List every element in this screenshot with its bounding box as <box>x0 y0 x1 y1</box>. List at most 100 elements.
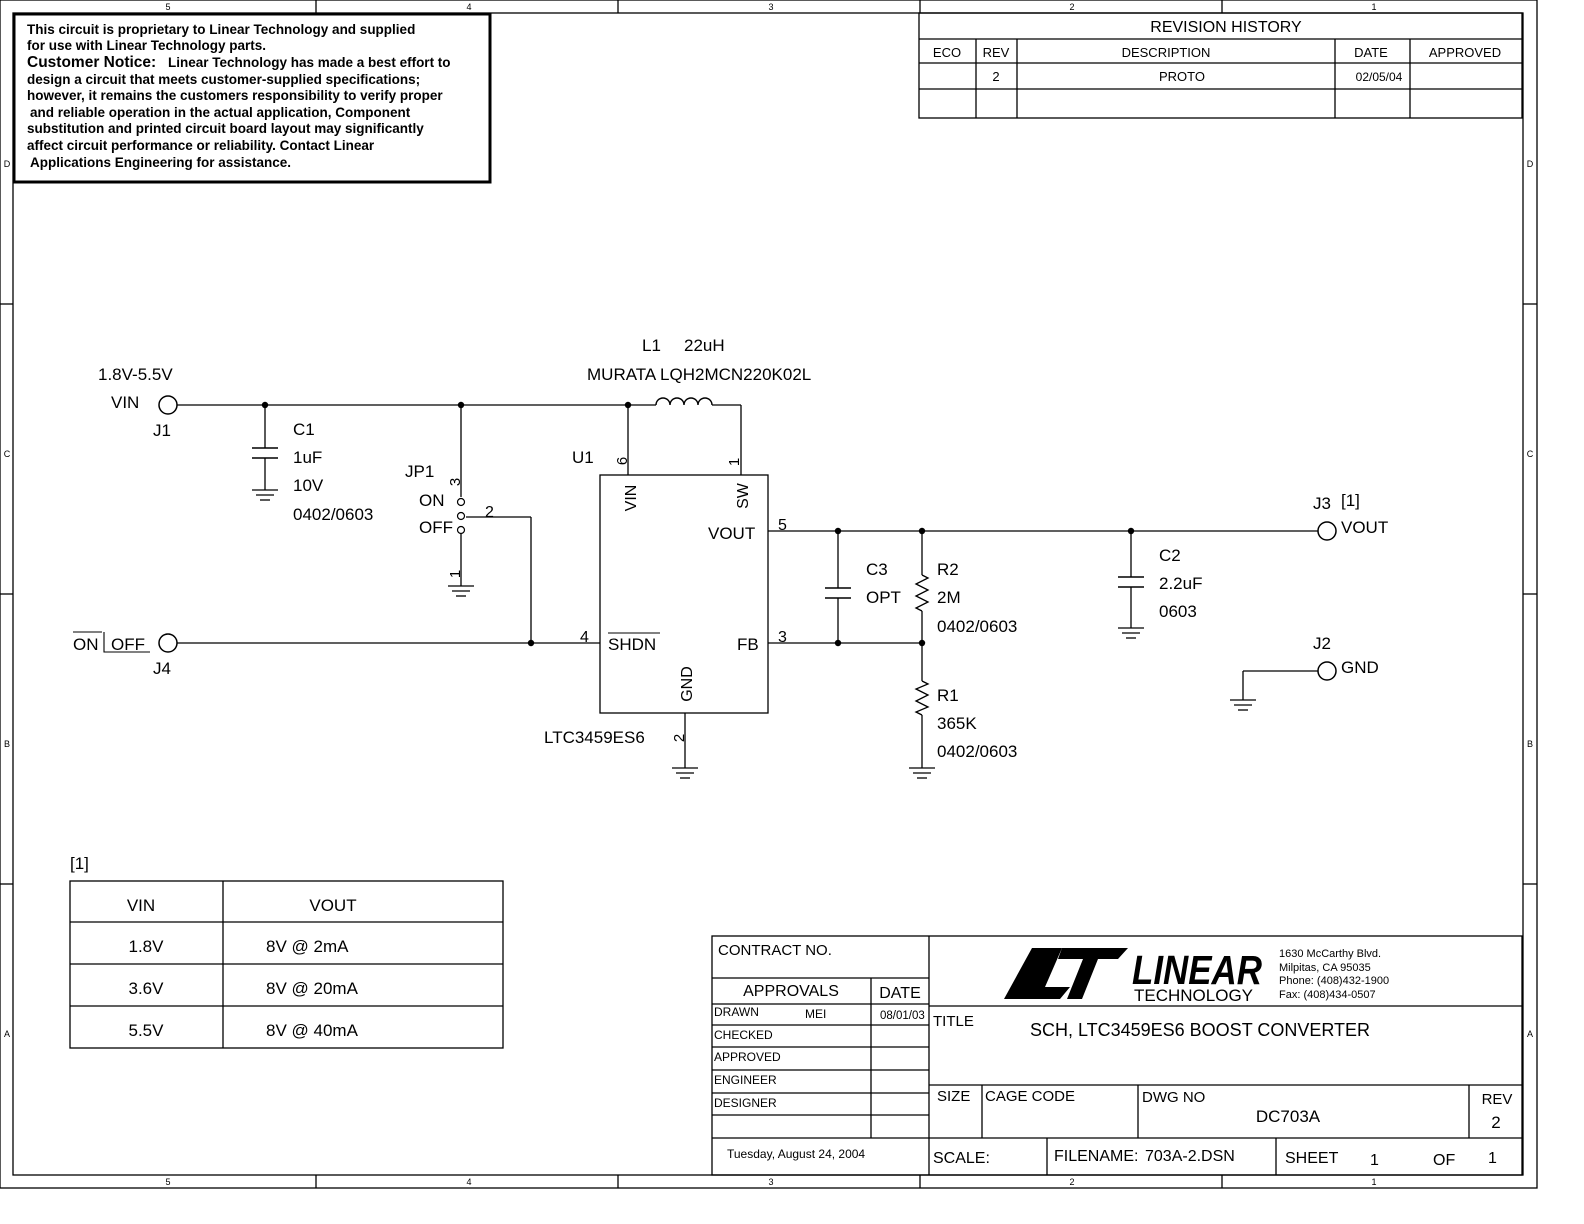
schematic-labels: 1.8V-5.5V VIN J1 C1 1uF 10V 0402/0603 JP… <box>73 336 1388 761</box>
output-table-vout: 8V @ 20mA <box>266 979 359 998</box>
u1-sw-pin-label: SW <box>735 482 752 509</box>
notice-heading: Customer Notice: <box>27 54 156 71</box>
revision-title: REVISION HISTORY <box>1150 19 1302 36</box>
lt-logo-mark-icon <box>1004 948 1070 999</box>
l1-value: 22uH <box>684 336 725 355</box>
r2-resistor-icon <box>914 574 930 612</box>
c2-package: 0603 <box>1159 602 1197 621</box>
revision-header: REV <box>983 45 1010 60</box>
notice-line: Applications Engineering for assistance. <box>30 155 291 170</box>
j4-terminal-icon <box>158 633 178 653</box>
c2-ref: C2 <box>1159 546 1181 565</box>
connector-terminals <box>158 395 1337 681</box>
j1-terminal-icon <box>158 395 178 415</box>
notice-line: Linear Technology has made a best effort… <box>168 55 451 70</box>
ground-icon <box>672 767 698 779</box>
jp1-ref: JP1 <box>405 462 434 481</box>
j1-label: J1 <box>153 421 171 440</box>
u1-shdn-pin-label: SHDN <box>608 635 656 654</box>
j4-label: J4 <box>153 659 171 678</box>
revision-header: DATE <box>1354 45 1388 60</box>
j2-terminal-icon <box>1317 661 1337 681</box>
notice-line: however, it remains the customers respon… <box>27 88 443 103</box>
shdn-on-label: ON <box>73 635 99 654</box>
j2-ref: J2 <box>1313 634 1331 653</box>
output-table-vout: 8V @ 40mA <box>266 1021 359 1040</box>
c1-value: 1uF <box>293 448 322 467</box>
u1-vin-pin-label: VIN <box>623 485 640 512</box>
j2-gnd-label: GND <box>1341 658 1379 677</box>
row-marker: B <box>4 739 10 749</box>
rev-label: REV <box>1482 1091 1513 1108</box>
revision-header: APPROVED <box>1429 45 1501 60</box>
row-marker: B <box>1527 739 1533 749</box>
r1-ref: R1 <box>937 686 959 705</box>
j3-terminal-icon <box>1317 521 1337 541</box>
date-header: DATE <box>879 985 920 1002</box>
r1-resistor-icon <box>914 680 930 716</box>
approvals-label: APPROVALS <box>743 983 839 1000</box>
dwg-no: DC703A <box>1256 1107 1321 1126</box>
col-marker: 2 <box>1069 1177 1074 1187</box>
l1-part: MURATA LQH2MCN220K02L <box>587 365 811 384</box>
jp1-pin1: 1 <box>447 570 464 578</box>
u1-gnd-pin-label: GND <box>679 666 696 702</box>
c1-package: 0402/0603 <box>293 505 373 524</box>
vin-range-label: 1.8V-5.5V <box>98 365 173 384</box>
checked-label: CHECKED <box>714 1028 773 1042</box>
output-table-vin: 5.5V <box>129 1021 165 1040</box>
jp1-off: OFF <box>419 518 453 537</box>
output-table-header: VIN <box>127 896 155 915</box>
engineer-label: ENGINEER <box>714 1073 777 1087</box>
output-table-vin: 3.6V <box>129 979 165 998</box>
size-label: SIZE <box>937 1088 970 1105</box>
jp1-on: ON <box>419 491 445 510</box>
filename: 703A-2.DSN <box>1145 1148 1235 1165</box>
designer-label: DESIGNER <box>714 1096 777 1110</box>
capacitor-icons <box>252 447 1144 599</box>
col-marker: 4 <box>466 2 471 12</box>
phone: Phone: (408)432-1900 <box>1279 975 1389 987</box>
address-line: Milpitas, CA 95035 <box>1279 962 1371 974</box>
fax: Fax: (408)434-0507 <box>1279 989 1376 1001</box>
col-marker: 3 <box>768 2 773 12</box>
c1-voltage: 10V <box>293 476 324 495</box>
u1-ic-body <box>599 474 769 714</box>
u1-ref: U1 <box>572 448 594 467</box>
col-marker: 1 <box>1371 2 1376 12</box>
col-marker: 3 <box>768 1177 773 1187</box>
notice-line: and reliable operation in the actual app… <box>30 105 411 120</box>
r2-package: 0402/0603 <box>937 617 1017 636</box>
revision-date: 02/05/04 <box>1356 70 1403 84</box>
notice-line: substitution and printed circuit board l… <box>27 121 424 136</box>
sheet-number: 1 <box>1370 1152 1379 1169</box>
row-marker: C <box>1527 449 1534 459</box>
resistor-icons <box>914 574 930 716</box>
row-marker: D <box>4 159 11 169</box>
u1-pin4: 4 <box>580 629 589 646</box>
jp1-jumper-icon <box>456 497 466 535</box>
revision-rev: 2 <box>992 69 999 84</box>
j3-vout-label: VOUT <box>1341 518 1388 537</box>
col-marker: 5 <box>165 2 170 12</box>
output-table-vout: 8V @ 2mA <box>266 937 349 956</box>
rev-value: 2 <box>1491 1113 1500 1132</box>
notice-line: for use with Linear Technology parts. <box>27 38 266 53</box>
approved-label: APPROVED <box>714 1050 781 1064</box>
contract-label: CONTRACT NO. <box>718 942 832 959</box>
u1-pin6: 6 <box>614 457 631 465</box>
u1-fb-pin-label: FB <box>737 635 759 654</box>
jp1-pin2: 2 <box>485 504 494 521</box>
junction-dots <box>261 401 1135 647</box>
ground-icon <box>1118 627 1144 639</box>
r2-ref: R2 <box>937 560 959 579</box>
drawn-date: 08/01/03 <box>880 1010 925 1022</box>
revision-history: REVISION HISTORY ECO REV DESCRIPTION DAT… <box>918 12 1523 119</box>
shdn-off-label: OFF <box>111 635 145 654</box>
output-table-header: VOUT <box>309 896 356 915</box>
vin-label: VIN <box>111 393 139 412</box>
scale-label: SCALE: <box>933 1150 990 1167</box>
jp1-pin3: 3 <box>447 478 464 486</box>
drawing-title: SCH, LTC3459ES6 BOOST CONVERTER <box>1030 1020 1370 1040</box>
